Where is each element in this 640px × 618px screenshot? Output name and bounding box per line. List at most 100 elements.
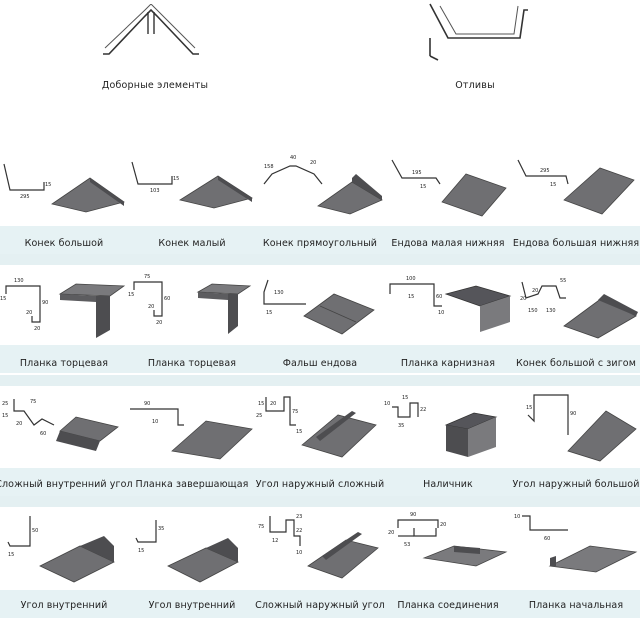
catalog-row-1: 15 295 Конек большой 15 103 Конек малый … xyxy=(0,134,640,254)
catalog-row-4: 50 15 Угол внутренний 35 15 Угол внутрен… xyxy=(0,496,640,618)
dim-label: 75 xyxy=(144,274,150,280)
product-label: Планка соединения xyxy=(397,600,499,611)
product-card[interactable]: 15 103 Конек малый xyxy=(128,134,256,255)
product-card[interactable]: 15 90 Угол наружный большой xyxy=(512,375,640,496)
dim-label: 60 xyxy=(40,431,46,437)
product-label: Конек большой xyxy=(24,238,104,249)
product-label: Конек большой с зигом xyxy=(516,358,636,369)
dim-label: 20 xyxy=(34,326,40,332)
dim-label: 15 xyxy=(550,182,556,188)
dim-label: 10 xyxy=(438,310,444,316)
dim-label: 10 xyxy=(384,401,390,407)
dim-label: 60 xyxy=(436,294,442,300)
product-card[interactable]: 40 158 20 Конек прямоугольный xyxy=(256,134,384,255)
dim-label: 23 xyxy=(296,514,302,520)
dim-label: 10 xyxy=(296,550,302,556)
product-label: Планка завершающая xyxy=(135,479,249,490)
product-card[interactable]: 90 20 20 53 Планка соединения xyxy=(384,496,512,617)
dim-label: 195 xyxy=(412,170,422,176)
product-card[interactable]: 15 75 20 25 15 Угол наружный сложный xyxy=(256,375,384,496)
dim-label: 15 xyxy=(45,182,51,188)
dim-label: 15 xyxy=(402,395,408,401)
dim-label: 20 xyxy=(310,160,316,166)
product-card[interactable]: 75 60 15 20 20 Планка торцевая xyxy=(128,254,256,375)
product-card[interactable]: 100 60 15 10 Планка карнизная xyxy=(384,254,512,375)
dim-label: 15 xyxy=(138,548,144,554)
product-card[interactable]: 130 15 Фальш ендова xyxy=(256,254,384,375)
dim-label: 10 xyxy=(152,419,158,425)
product-label: Ендова малая нижняя xyxy=(391,238,505,249)
drip-edge-icon xyxy=(429,3,528,61)
product-label: Угол наружный сложный xyxy=(255,479,385,490)
product-label: Угол наружный большой xyxy=(512,479,640,490)
product-card[interactable]: 50 15 Угол внутренний xyxy=(0,496,128,617)
product-label: Конек малый xyxy=(158,238,226,249)
product-label: Ендова большая нижняя xyxy=(512,238,640,249)
dim-label: 15 xyxy=(266,310,272,316)
product-card[interactable]: 130 90 15 20 20 Планка торцевая xyxy=(0,254,128,375)
dim-label: 20 xyxy=(16,421,22,427)
dim-label: 35 xyxy=(158,526,164,532)
dim-label: 90 xyxy=(144,401,150,407)
product-card[interactable]: 35 15 Угол внутренний xyxy=(128,496,256,617)
dim-label: 15 xyxy=(526,405,532,411)
top-item-trim: Доборные элементы xyxy=(95,4,215,91)
product-label: Планка начальная xyxy=(528,600,624,611)
dim-label: 15 xyxy=(2,413,8,419)
dim-label: 25 xyxy=(2,401,8,407)
dim-label: 15 xyxy=(408,294,414,300)
dim-label: 75 xyxy=(258,524,264,530)
trim-elements-icon xyxy=(103,4,199,55)
dim-label: 100 xyxy=(406,276,416,282)
dim-label: 55 xyxy=(560,278,566,284)
dim-label: 15 xyxy=(173,176,179,182)
dim-label: 22 xyxy=(296,528,302,534)
dim-label: 25 xyxy=(256,413,262,419)
product-card[interactable]: 10 22 35 15 Наличник xyxy=(384,375,512,496)
dim-label: 295 xyxy=(540,168,550,174)
dim-label: 35 xyxy=(398,423,404,429)
catalog-row-3: 25 15 75 20 60 Сложный внутренний угол 9… xyxy=(0,375,640,496)
product-card[interactable]: 10 60 Планка начальная xyxy=(512,496,640,617)
product-card[interactable]: 195 15 Ендова малая нижняя xyxy=(384,134,512,255)
dim-label: 90 xyxy=(42,300,48,306)
dim-label: 295 xyxy=(20,194,30,200)
product-label: Планка торцевая xyxy=(19,358,109,369)
top-label-drip: Отливы xyxy=(455,80,495,91)
top-label-trim: Доборные элементы xyxy=(101,80,209,91)
dim-label: 15 xyxy=(296,429,302,435)
product-label: Планка карнизная xyxy=(400,358,496,369)
dim-label: 10 xyxy=(514,514,520,520)
dim-label: 130 xyxy=(274,290,284,296)
dim-label: 158 xyxy=(264,164,274,170)
dim-label: 50 xyxy=(32,528,38,534)
product-card[interactable]: 25 15 75 20 60 Сложный внутренний угол xyxy=(0,375,133,496)
top-item-drip: Отливы xyxy=(410,0,540,91)
dim-label: 20 xyxy=(388,530,394,536)
dim-label: 130 xyxy=(546,308,556,314)
product-label: Угол внутренний xyxy=(148,600,236,611)
product-label: Угол внутренний xyxy=(20,600,108,611)
dim-label: 15 xyxy=(8,552,14,558)
dim-label: 20 xyxy=(440,522,446,528)
dim-label: 20 xyxy=(26,310,32,316)
product-label: Сложный внутренний угол xyxy=(0,479,133,490)
dim-label: 15 xyxy=(128,292,134,298)
dim-label: 20 xyxy=(520,296,526,302)
product-label: Конек прямоугольный xyxy=(262,238,378,249)
dim-label: 75 xyxy=(30,399,36,405)
dim-label: 40 xyxy=(290,155,296,161)
dim-label: 75 xyxy=(292,409,298,415)
dim-label: 20 xyxy=(532,288,538,294)
dim-label: 12 xyxy=(272,538,278,544)
catalog-grid: 15 295 Конек большой 15 103 Конек малый … xyxy=(0,134,640,618)
product-card[interactable]: 15 295 Конек большой xyxy=(0,134,128,255)
product-card[interactable]: 20 55 150 130 20 Конек большой с зигом xyxy=(512,254,640,375)
dim-label: 90 xyxy=(410,512,416,518)
product-card[interactable]: 90 10 Планка завершающая xyxy=(128,375,256,496)
product-card[interactable]: 75 22 12 23 10 Сложный наружный угол xyxy=(255,496,385,617)
dim-label: 53 xyxy=(404,542,410,548)
dim-label: 15 xyxy=(258,401,264,407)
product-card[interactable]: 295 15 Ендова большая нижняя xyxy=(512,134,640,255)
product-label: Планка торцевая xyxy=(147,358,237,369)
